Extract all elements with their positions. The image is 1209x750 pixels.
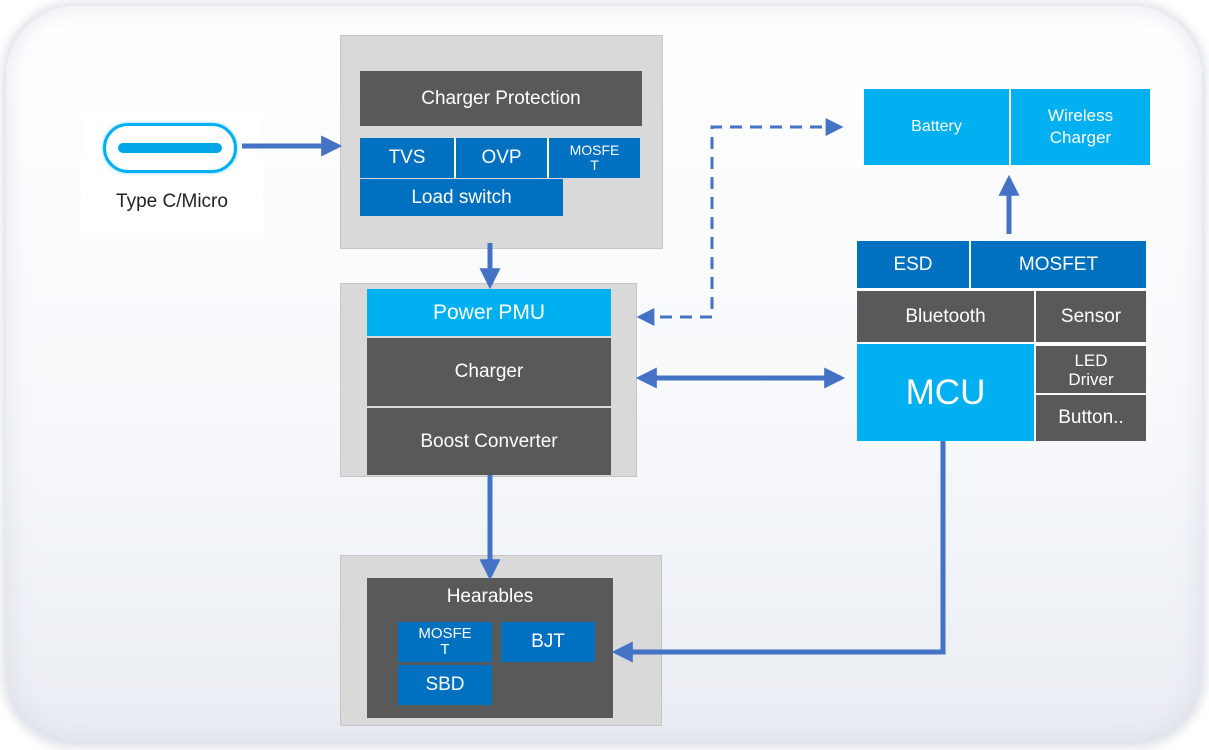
usb-port-icon	[103, 123, 237, 173]
load-switch-label: Load switch	[411, 186, 512, 208]
mcu-mosfet-label: MOSFET	[1018, 253, 1099, 275]
bjt-block: BJT	[501, 622, 595, 662]
charger-protection-block: Charger Protection	[360, 71, 642, 126]
boost-converter-block: Boost Converter	[367, 408, 611, 475]
ovp-label: OVP	[481, 147, 522, 168]
led-driver-label: LED Driver	[1068, 350, 1114, 389]
mcu-label: MCU	[905, 372, 986, 412]
sbd-block: SBD	[398, 665, 492, 705]
hearables-label: Hearables	[446, 586, 534, 607]
battery-label: Battery	[911, 118, 962, 135]
esd-block: ESD	[857, 241, 969, 288]
sensor-block: Sensor	[1036, 291, 1146, 342]
wireless-charger-label: Wireless Charger	[1047, 106, 1114, 147]
tvs-label: TVS	[388, 147, 426, 168]
mcu-block: MCU	[857, 344, 1034, 441]
load-switch-block: Load switch	[360, 179, 563, 216]
battery-block: Battery	[864, 89, 1009, 165]
charger-label: Charger	[454, 361, 524, 382]
tvs-block: TVS	[360, 138, 454, 178]
button-block: Button..	[1036, 395, 1146, 441]
bluetooth-block: Bluetooth	[857, 291, 1034, 342]
hearables-mosfet-block: MOSFE T	[398, 622, 492, 662]
power-pmu-label: Power PMU	[432, 300, 546, 324]
hearables-mosfet-label: MOSFE T	[418, 625, 472, 658]
charger-block: Charger	[367, 338, 611, 406]
ovp-block: OVP	[454, 138, 547, 178]
esd-label: ESD	[893, 253, 933, 275]
bjt-label: BJT	[531, 631, 565, 652]
protection-mosfet-block: MOSFE T	[547, 138, 640, 178]
power-pmu-block: Power PMU	[367, 289, 611, 336]
bluetooth-label: Bluetooth	[905, 305, 986, 327]
mcu-mosfet-block: MOSFET	[969, 241, 1146, 288]
led-driver-block: LED Driver	[1036, 346, 1146, 393]
protection-mosfet-label: MOSFE T	[569, 142, 620, 173]
sbd-label: SBD	[425, 674, 465, 695]
wireless-charger-block: Wireless Charger	[1009, 89, 1150, 165]
button-label: Button..	[1058, 407, 1124, 428]
sensor-label: Sensor	[1060, 305, 1122, 327]
charger-protection-label: Charger Protection	[421, 87, 581, 109]
usb-label: Type C/Micro	[116, 191, 228, 212]
boost-converter-label: Boost Converter	[420, 430, 558, 452]
usb-connector: Type C/Micro	[82, 113, 262, 233]
usb-port-tongue	[118, 143, 222, 153]
